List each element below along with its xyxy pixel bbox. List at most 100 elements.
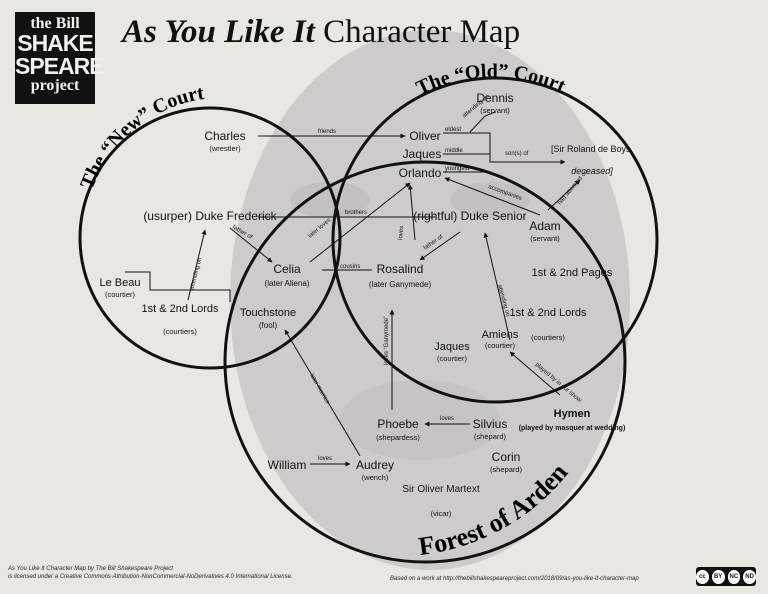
bill-shakespeare-project-logo: the Bill SHAKE SPEARE project <box>15 12 105 104</box>
svg-text:(later Aliena): (later Aliena) <box>265 279 310 288</box>
character-rosalind: Rosalind (later Ganymede) <box>369 262 432 289</box>
svg-text:(wrestler): (wrestler) <box>209 144 241 153</box>
svg-text:(played by masquer at wedding): (played by masquer at wedding) <box>519 425 626 432</box>
svg-text:(shepard): (shepard) <box>490 465 523 474</box>
relation-label: brothers <box>345 210 367 216</box>
character-audrey: Audrey(wench) <box>356 458 394 482</box>
page-title: As You Like It Character Map <box>122 14 520 51</box>
relation-label: loves <box>440 416 454 422</box>
character-amiens: Amiens(courtier) <box>482 329 519 350</box>
svg-text:Adam: Adam <box>529 219 560 233</box>
character-hymen: Hymen (played by masquer at wedding) <box>519 408 626 432</box>
footer-line: As You Like It Character Map by The Bill… <box>8 566 173 572</box>
svg-text:(shepardess): (shepardess) <box>376 433 420 442</box>
character-touchstone: Touchstone (fool) <box>240 307 296 330</box>
title-rest: Character Map <box>314 14 521 50</box>
character-frederick: (usurper) Duke Frederick <box>143 209 277 223</box>
character-celia: Celia (later Aliena) <box>265 262 310 288</box>
logo-line: SPEARE <box>15 53 105 79</box>
character-lebeau: Le Beau(courtier) <box>100 277 141 299</box>
svg-text:(courtiers): (courtiers) <box>163 327 197 336</box>
character-charles: Charles(wrestler) <box>204 129 245 153</box>
svg-text:(courtiers): (courtiers) <box>531 333 565 342</box>
character-dennis: Dennis(servant) <box>476 91 513 115</box>
svg-text:Touchstone: Touchstone <box>240 307 296 319</box>
svg-text:1st & 2nd Lords: 1st & 2nd Lords <box>509 307 587 319</box>
character-senior: (rightful) Duke Senior <box>413 209 526 223</box>
svg-text:deceased]: deceased] <box>571 166 613 176</box>
footer-attribution: As You Like It Character Map by The Bill… <box>8 565 293 581</box>
by-icon: BY <box>711 569 725 584</box>
cc-icon: cc <box>696 569 709 584</box>
svg-text:Jaques: Jaques <box>434 341 470 353</box>
character-pages: 1st & 2nd Pages <box>532 267 613 279</box>
forest-circle <box>223 160 627 564</box>
footer-source: Based on a work at http://thebillshakesp… <box>390 575 639 583</box>
character-lords-old: 1st & 2nd Lords (courtiers) <box>509 307 587 342</box>
character-jaques-court: Jaques(courtier) <box>434 341 470 363</box>
svg-text:1st & 2nd Lords: 1st & 2nd Lords <box>141 303 219 315</box>
svg-text:Charles: Charles <box>204 129 245 143</box>
logo-line: project <box>30 77 80 94</box>
svg-text:(shepard): (shepard) <box>474 432 507 441</box>
svg-text:Sir Oliver Martext: Sir Oliver Martext <box>402 484 479 495</box>
character-lords-new: 1st & 2nd Lords (courtiers) <box>141 303 219 336</box>
portrait-background <box>230 30 630 570</box>
character-corin: Corin(shepard) <box>490 450 523 474</box>
character-silvius: Silvius(shepard) <box>473 417 508 441</box>
svg-text:(rightful) Duke Senior: (rightful) Duke Senior <box>413 209 526 223</box>
footer-line[interactable]: Based on a work at http://thebillshakesp… <box>390 576 639 582</box>
character-oliver: Oliver <box>409 129 440 143</box>
svg-text:Orlando: Orlando <box>399 166 442 180</box>
svg-text:(servant): (servant) <box>530 234 560 243</box>
old-court-circle <box>331 76 659 404</box>
logo-line: the Bill <box>30 15 80 32</box>
relation-label: loves “Ganymede” <box>384 316 390 365</box>
relation-label: cousins <box>340 264 360 270</box>
relation-label: friends <box>318 129 336 135</box>
character-phoebe: Phoebe (shepardess) <box>376 417 420 442</box>
svg-text:Rosalind: Rosalind <box>377 262 424 276</box>
nc-icon: NC <box>727 569 741 584</box>
svg-text:(servant): (servant) <box>480 106 510 115</box>
character-adam: Adam(servant) <box>529 219 560 243</box>
svg-text:(courtier): (courtier) <box>485 341 516 350</box>
character-william: William <box>268 458 307 472</box>
svg-text:Le Beau: Le Beau <box>100 277 141 289</box>
relation-label: son(s) of <box>505 151 529 157</box>
footer-line: is licensed under a Creative Commons Att… <box>8 574 293 581</box>
svg-text:William: William <box>268 458 307 472</box>
relation-lines <box>125 111 581 467</box>
svg-text:1st & 2nd Pages: 1st & 2nd Pages <box>532 267 613 279</box>
svg-text:(courtier): (courtier) <box>437 354 468 363</box>
relation-label: eldest <box>445 127 461 133</box>
svg-text:Celia: Celia <box>273 262 301 276</box>
svg-text:(vicar): (vicar) <box>431 509 452 518</box>
character-sir-roland: [Sir Roland de Boys,deceased] <box>551 144 633 176</box>
relation-label: attending on <box>189 257 203 290</box>
svg-text:Oliver: Oliver <box>409 129 440 143</box>
svg-text:Phoebe: Phoebe <box>377 417 419 431</box>
svg-text:Hymen: Hymen <box>554 408 591 420</box>
svg-text:Audrey: Audrey <box>356 458 394 472</box>
svg-text:Silvius: Silvius <box>473 417 508 431</box>
title-italic: As You Like It <box>122 14 315 50</box>
svg-text:Amiens: Amiens <box>482 329 519 341</box>
character-jaques-bois: Jaques <box>403 147 442 161</box>
character-orlando: Orlando <box>399 166 442 180</box>
character-nodes: Charles(wrestler) Oliver Dennis(servant)… <box>100 91 634 518</box>
svg-text:(later Ganymede): (later Ganymede) <box>369 280 432 289</box>
relation-label: youngest <box>445 166 470 172</box>
svg-text:(usurper) Duke Frederick: (usurper) Duke Frederick <box>143 209 277 223</box>
relation-label: loves <box>318 456 332 462</box>
svg-text:Jaques: Jaques <box>403 147 442 161</box>
svg-text:(fool): (fool) <box>259 321 278 330</box>
svg-text:Corin: Corin <box>492 450 521 464</box>
svg-text:Dennis: Dennis <box>476 91 513 105</box>
logo-line: SHAKE <box>17 30 94 56</box>
region-new-court: The “New” Court <box>76 82 206 192</box>
character-martext: Sir Oliver Martext (vicar) <box>402 484 479 518</box>
svg-text:(courtier): (courtier) <box>105 290 136 299</box>
